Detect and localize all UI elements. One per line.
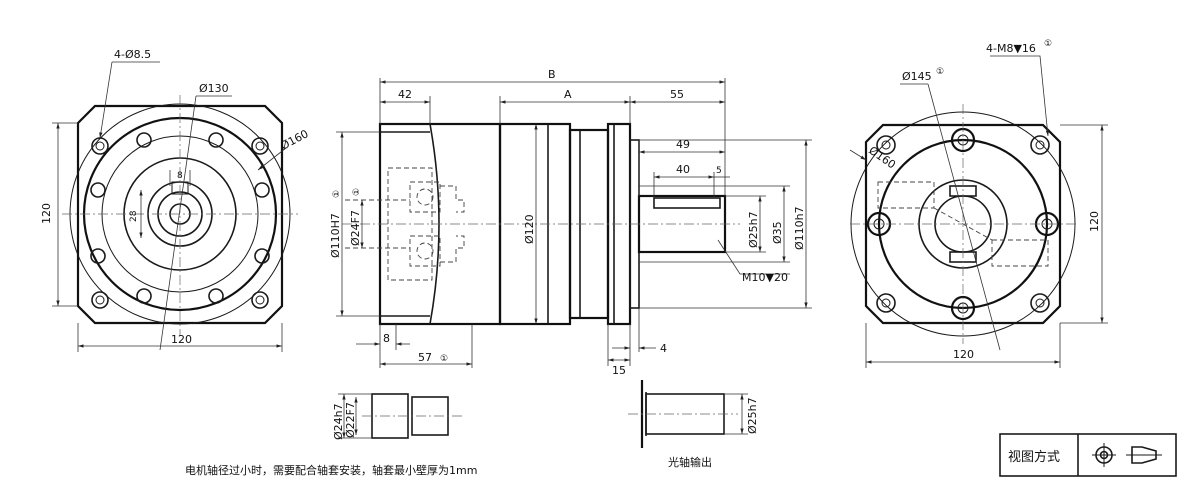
side-dia110h7-left-label: Ø110H7	[329, 213, 342, 258]
projection-label: 视图方式	[1008, 449, 1060, 465]
sleeve-dia24h7-label: Ø24h7	[332, 403, 345, 440]
side-dia110h7-marker: ①	[332, 190, 342, 198]
side-42-label: 42	[398, 88, 412, 101]
side-dia24f7-marker: ①	[352, 188, 362, 196]
sleeve-detail: Ø24h7 Ø22F7 电机轴径过小时，需要配合轴套安装，轴套最小壁厚为1mm	[185, 393, 477, 477]
right-holes-marker: ①	[1044, 39, 1052, 49]
left-dia160-label: Ø160	[278, 127, 310, 152]
right-dia160-label: Ø160	[866, 144, 898, 172]
right-view: 4-M8▼16 ① Ø145 ① Ø160 120 120	[849, 39, 1108, 368]
left-view: 4-Ø8.5 Ø130 Ø160 120 120 28 8	[40, 48, 311, 352]
output-key	[653, 197, 721, 209]
side-dia25h7-label: Ø25h7	[747, 211, 760, 248]
left-28-label: 28	[129, 210, 139, 222]
right-holes-label: 4-M8▼16	[986, 42, 1036, 55]
side-dia120-label: Ø120	[523, 214, 536, 244]
left-dia130-label: Ø130	[199, 82, 229, 95]
side-B-label: B	[548, 68, 556, 81]
left-h120-label: 120	[40, 203, 53, 224]
first-angle-projection-icon	[1092, 443, 1162, 467]
side-dia35-label: Ø35	[771, 221, 784, 244]
shaft-dia25h7-label: Ø25h7	[746, 397, 759, 434]
side-57-marker: ①	[440, 354, 448, 364]
left-w120-label: 120	[171, 333, 192, 346]
side-49-label: 49	[676, 138, 690, 151]
right-square-flange	[864, 123, 1062, 325]
left-8-label: 8	[177, 171, 183, 181]
left-holes-label: 4-Ø8.5	[114, 48, 151, 61]
projection-box: 视图方式	[999, 433, 1177, 477]
right-dia145-marker: ①	[936, 67, 944, 77]
side-thread-label: M10▼20	[742, 271, 788, 284]
sleeve-dia22f7-label: Ø22F7	[344, 402, 357, 438]
right-dia145-label: Ø145	[902, 70, 932, 83]
side-40-label: 40	[676, 163, 690, 176]
side-5-label: 5	[716, 166, 722, 176]
right-h120-label: 120	[1088, 211, 1101, 232]
shaft-label: 光轴输出	[668, 455, 712, 469]
side-view: B 42 A 55 49 40 5 Ø25h7 Ø35 Ø110h7 Ø110H…	[329, 68, 812, 377]
side-15-label: 15	[612, 364, 626, 377]
side-55-label: 55	[670, 88, 684, 101]
side-4-label: 4	[660, 342, 667, 355]
left-square-flange	[76, 104, 284, 325]
side-8-label: 8	[383, 332, 390, 345]
sleeve-note: 电机轴径过小时，需要配合轴套安装，轴套最小壁厚为1mm	[185, 463, 477, 477]
side-57-label: 57	[418, 351, 432, 364]
right-w120-label: 120	[953, 348, 974, 361]
side-dia110h7-right-label: Ø110h7	[793, 206, 806, 250]
shaft-detail: Ø25h7 光轴输出	[628, 380, 759, 469]
side-dia24f7-label: Ø24F7	[349, 210, 362, 246]
side-A-label: A	[564, 88, 572, 101]
